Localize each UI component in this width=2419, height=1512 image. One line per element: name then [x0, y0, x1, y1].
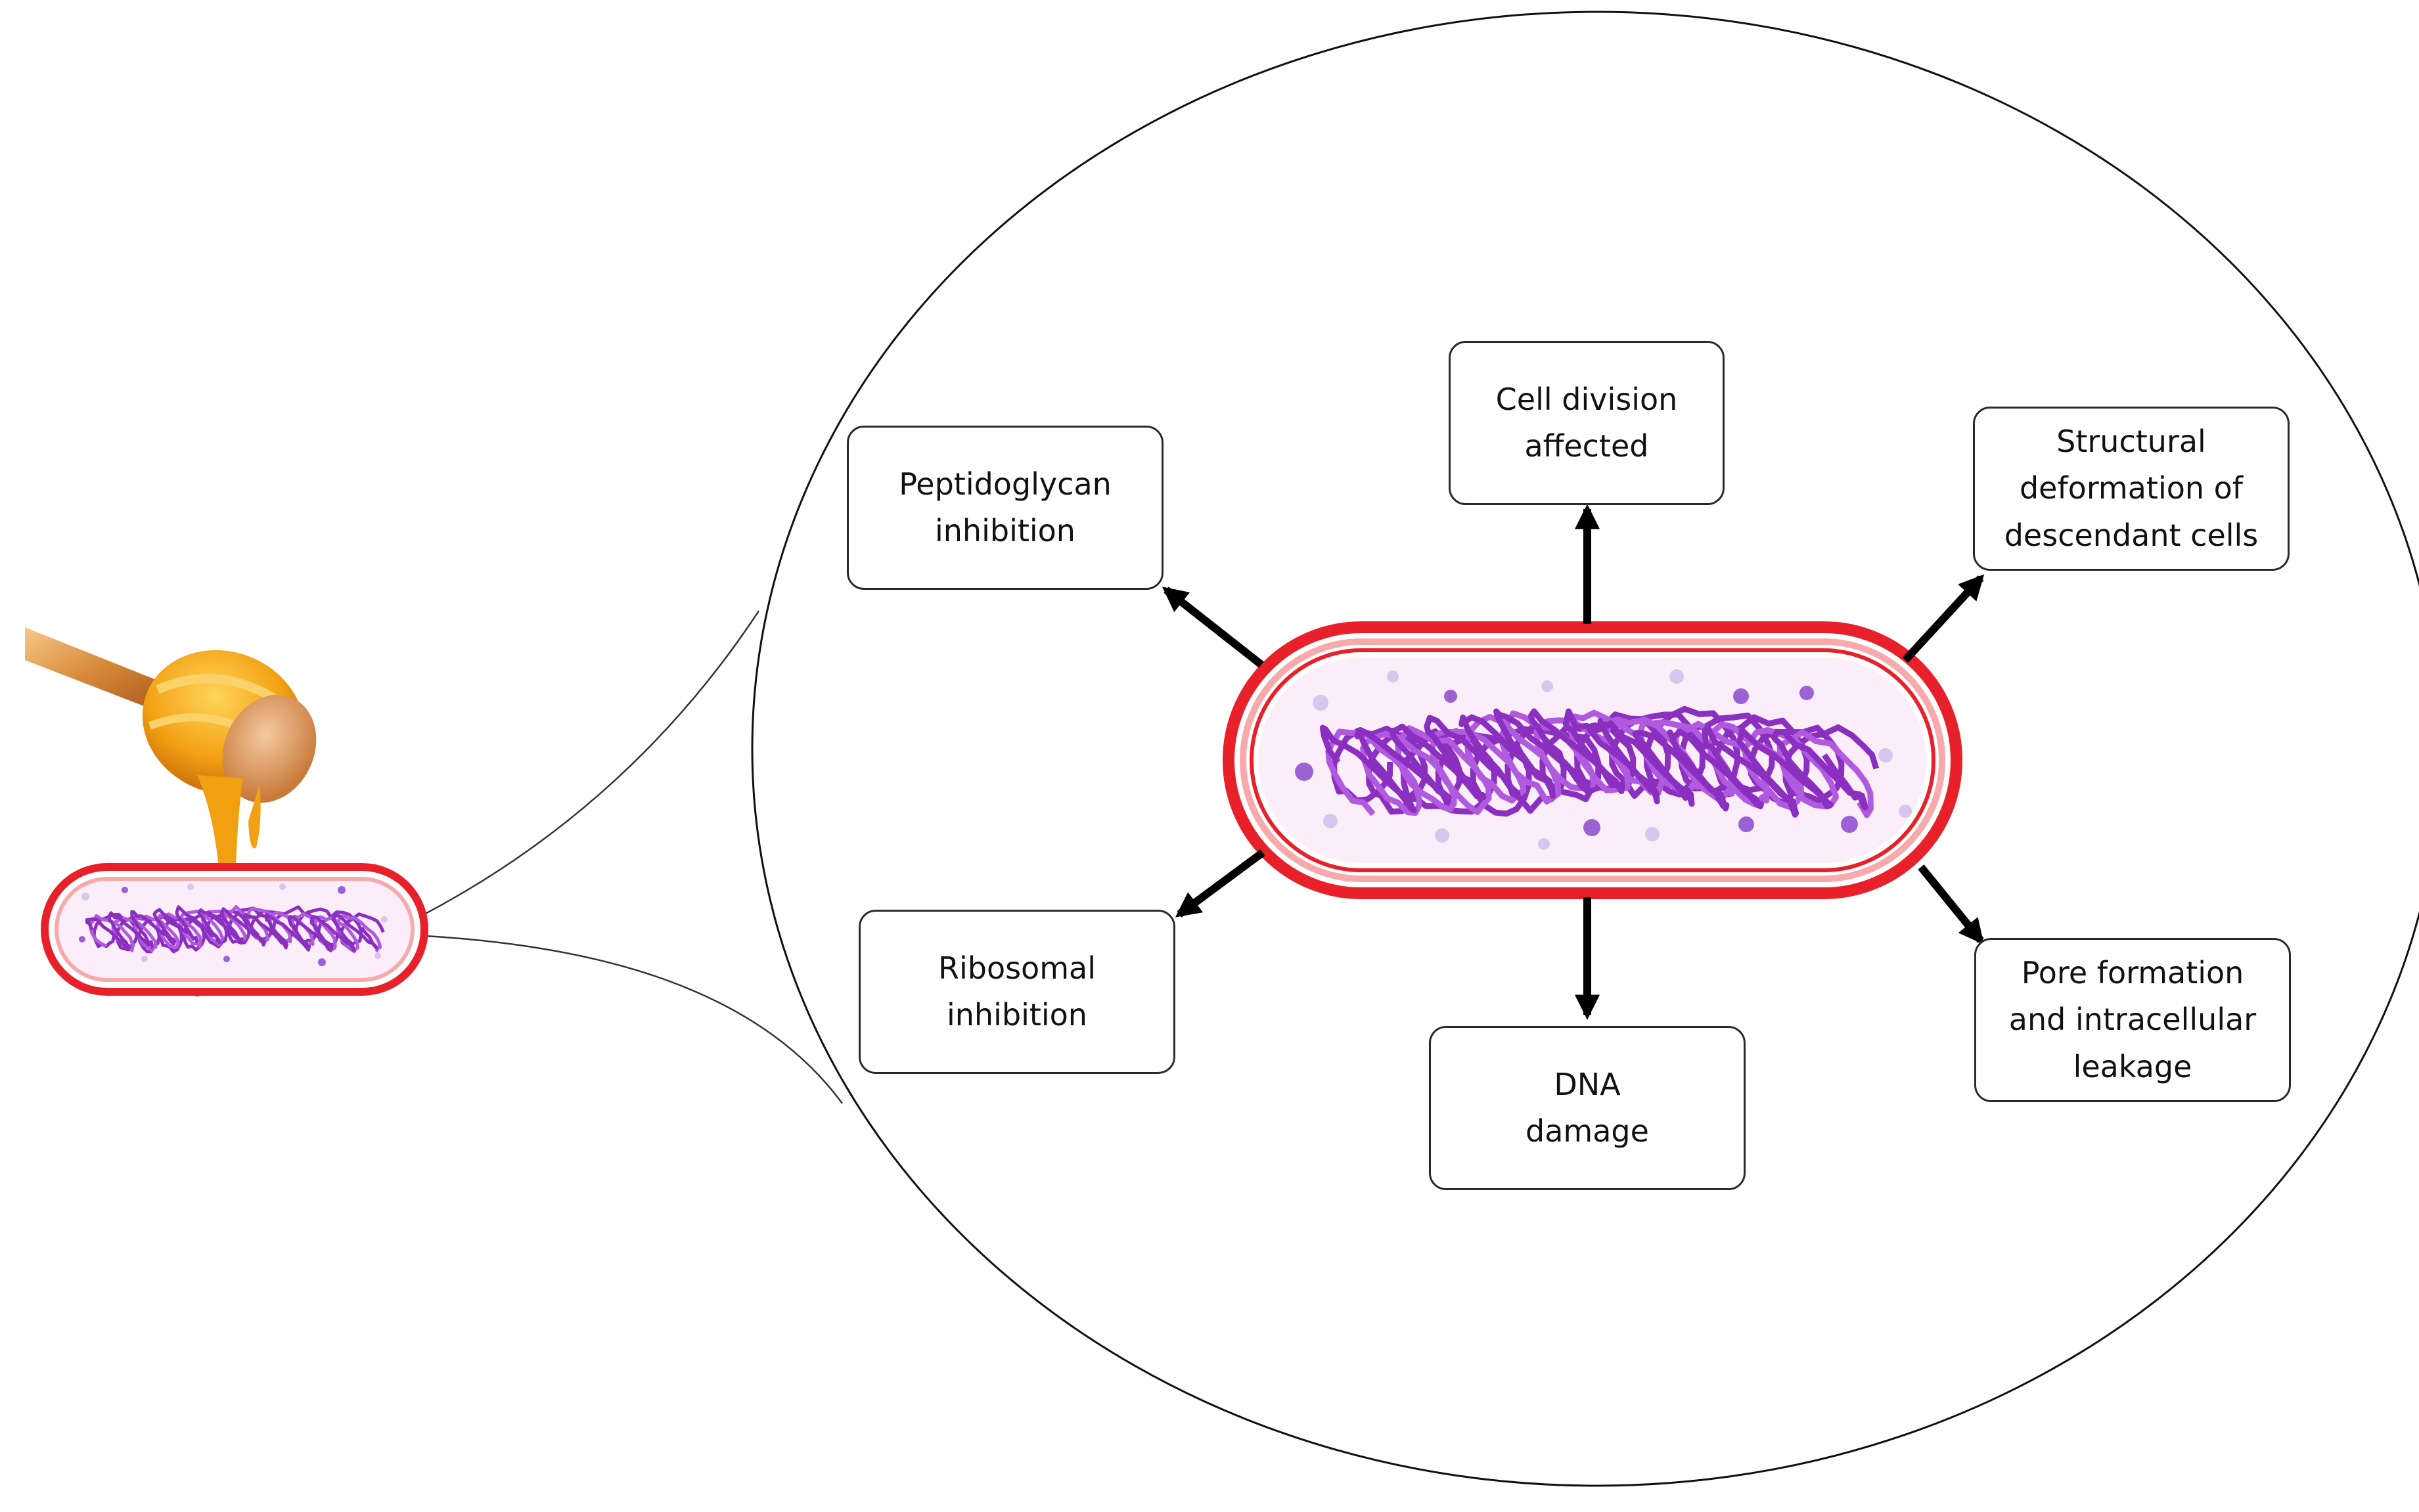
ribosome-dot — [381, 916, 388, 923]
ribosome-dot — [1799, 686, 1814, 700]
arrow-ribosomal — [1175, 849, 1265, 918]
box-structural-deformation: Structural deformation of descendant cel… — [1973, 407, 2290, 571]
ribosome-dot — [187, 883, 194, 890]
box-ribosomal-inhibition: Ribosomal inhibition — [859, 910, 1175, 1074]
arrow-peptidoglycan — [1162, 587, 1264, 668]
ribosome-dot — [1435, 828, 1449, 843]
ribosome-dot — [1738, 816, 1754, 832]
box-pore-formation: Pore formation and intracellular leakage — [1974, 938, 2291, 1102]
dna-strand — [85, 905, 378, 953]
ribosome-dot — [81, 893, 89, 901]
box-peptidoglycan-inhibition: Peptidoglycan inhibition — [847, 426, 1164, 590]
central-bacterium-icon — [1223, 621, 1962, 899]
ribosome-dot — [1669, 669, 1684, 684]
ribosome-dot — [1541, 680, 1553, 692]
box-cell-division-affected: Cell division affected — [1449, 341, 1725, 505]
ribosome-dot — [1645, 827, 1660, 841]
ribosome-dot — [122, 887, 128, 893]
small-bacterium-icon — [41, 863, 428, 996]
ribosome-dot — [1444, 690, 1457, 703]
box-dna-damage: DNA damage — [1429, 1026, 1746, 1190]
ribosome-dot — [1878, 748, 1893, 763]
ribosome-dot — [318, 958, 326, 966]
ribosome-dot — [1733, 688, 1749, 704]
ribosome-dot — [1295, 763, 1313, 781]
honey-dipper-icon — [25, 627, 317, 902]
ribosome-dot — [279, 883, 286, 890]
ribosome-dot — [223, 956, 230, 962]
ribosome-dot — [141, 956, 148, 962]
arrow-structural — [1902, 574, 1985, 663]
ribosome-dot — [1323, 814, 1338, 828]
arrow-pore — [1918, 864, 1984, 945]
ribosome-dot — [338, 886, 346, 894]
ribosome-dot — [1313, 695, 1328, 711]
dna-strand — [1319, 708, 1868, 818]
ribosome-dot — [1538, 838, 1550, 850]
ribosome-dot — [1583, 819, 1600, 836]
ribosome-dot — [374, 952, 381, 959]
ribosome-dot — [1841, 816, 1858, 833]
ribosome-dot — [79, 936, 85, 943]
ribosome-dot — [1899, 805, 1912, 818]
zoom-line-upper — [420, 610, 760, 918]
magnifier-circle — [751, 11, 2419, 1487]
zoom-line-lower — [425, 935, 844, 1104]
ribosome-dot — [1387, 671, 1399, 682]
